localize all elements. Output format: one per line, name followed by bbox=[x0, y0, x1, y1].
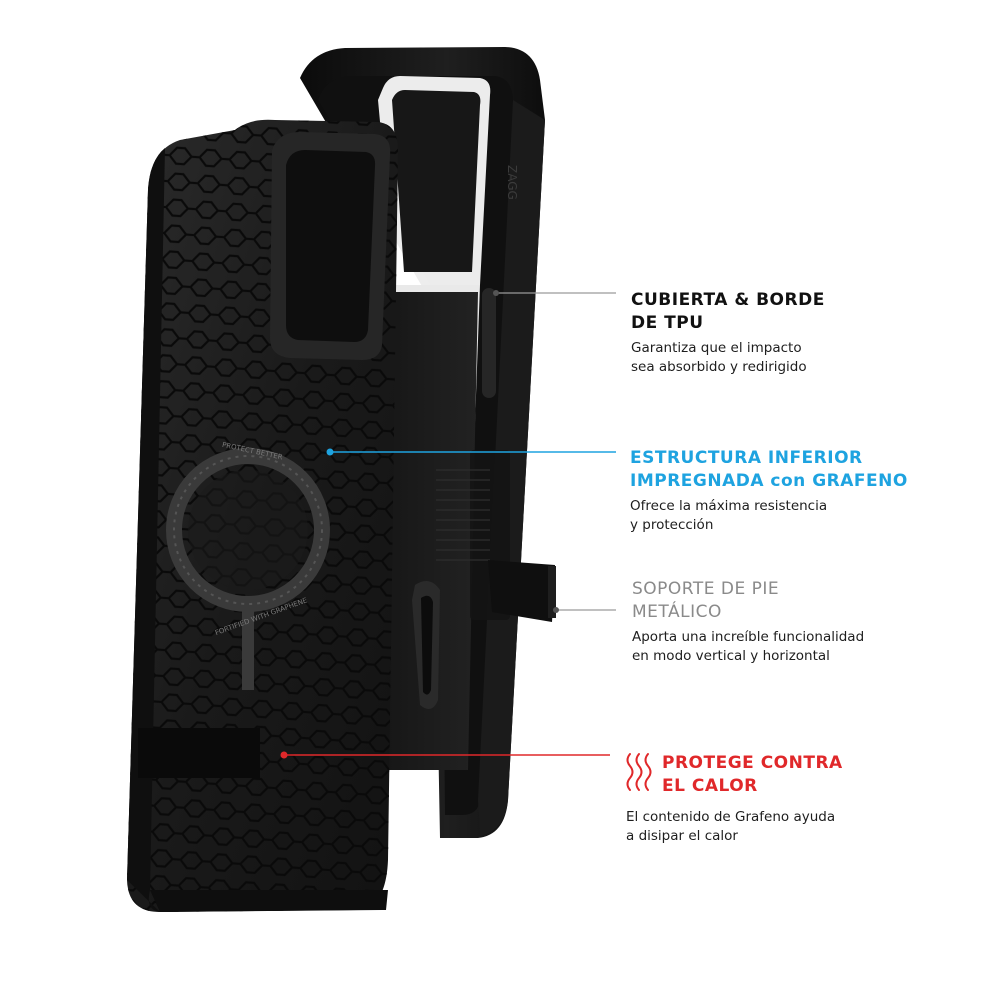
callout-title: SOPORTE DE PIE bbox=[632, 579, 780, 599]
heat-waves-icon bbox=[626, 753, 652, 791]
callout-graphene-structure: ESTRUCTURA INFERIOR IMPREGNADA con GRAFE… bbox=[630, 447, 908, 535]
callout-description: sea absorbido y redirigido bbox=[631, 359, 807, 375]
callout-title: CUBIERTA & BORDE bbox=[631, 290, 825, 310]
callout-title: METÁLICO bbox=[632, 602, 722, 622]
callout-description: en modo vertical y horizontal bbox=[632, 648, 830, 664]
brand-mark: ZAGG bbox=[505, 165, 519, 200]
callout-title: DE TPU bbox=[631, 313, 704, 333]
callout-title: EL CALOR bbox=[662, 776, 758, 796]
callout-description: y protección bbox=[630, 517, 714, 533]
callout-description: El contenido de Grafeno ayuda bbox=[626, 809, 836, 825]
callout-title: PROTEGE CONTRA bbox=[662, 753, 843, 773]
callout-description: Garantiza que el impacto bbox=[631, 340, 802, 356]
callout-title: IMPREGNADA con GRAFENO bbox=[630, 471, 908, 491]
callout-title: ESTRUCTURA INFERIOR bbox=[630, 448, 863, 468]
callout-description: a disipar el calor bbox=[626, 828, 738, 844]
leader-lines bbox=[280, 290, 616, 759]
callout-metal-kickstand: SOPORTE DE PIE METÁLICO Aporta una incre… bbox=[632, 578, 864, 666]
graphene-back-plate bbox=[127, 119, 398, 912]
callout-description: Ofrece la máxima resistencia bbox=[630, 498, 828, 514]
callout-description: Aporta una increíble funcionalidad bbox=[632, 629, 865, 645]
callout-heat-description: El contenido de Grafeno ayuda a disipar … bbox=[626, 808, 835, 846]
callout-tpu-cover: CUBIERTA & BORDE DE TPU Garantiza que el… bbox=[631, 289, 825, 377]
callout-heat-protection: PROTEGE CONTRA EL CALOR bbox=[662, 752, 843, 798]
tpu-frame bbox=[300, 47, 556, 838]
